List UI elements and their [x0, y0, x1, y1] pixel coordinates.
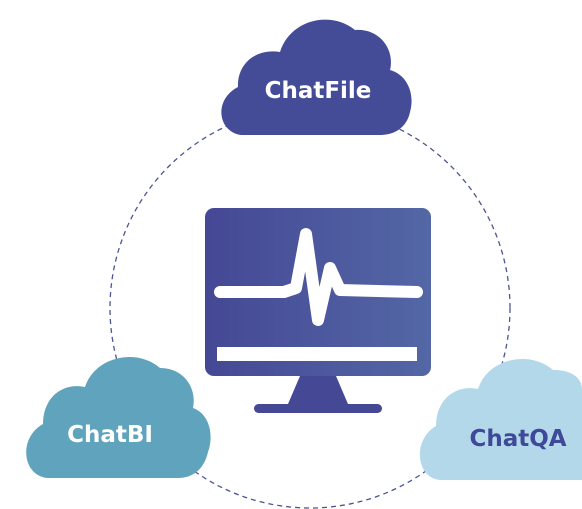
- monitor-bottom-bar: [217, 347, 417, 361]
- cloud-shape: [221, 19, 412, 135]
- cloud-shape: [419, 359, 582, 480]
- monitor-stand: [288, 376, 348, 404]
- cloud-label-chatbi: ChatBI: [67, 422, 153, 448]
- cloud-chatqa: ChatQA: [419, 359, 582, 480]
- cloud-label-chatfile: ChatFile: [265, 78, 372, 104]
- monitor-heartbeat-icon: [205, 208, 431, 413]
- orbit-ring: [109, 107, 511, 509]
- cloud-chatfile: ChatFile: [221, 19, 412, 135]
- heartbeat-line: [214, 228, 423, 326]
- monitor-base: [254, 404, 382, 413]
- cloud-label-chatqa: ChatQA: [469, 426, 566, 452]
- cloud-shape: [26, 357, 211, 478]
- cloud-chatbi: ChatBI: [26, 357, 211, 478]
